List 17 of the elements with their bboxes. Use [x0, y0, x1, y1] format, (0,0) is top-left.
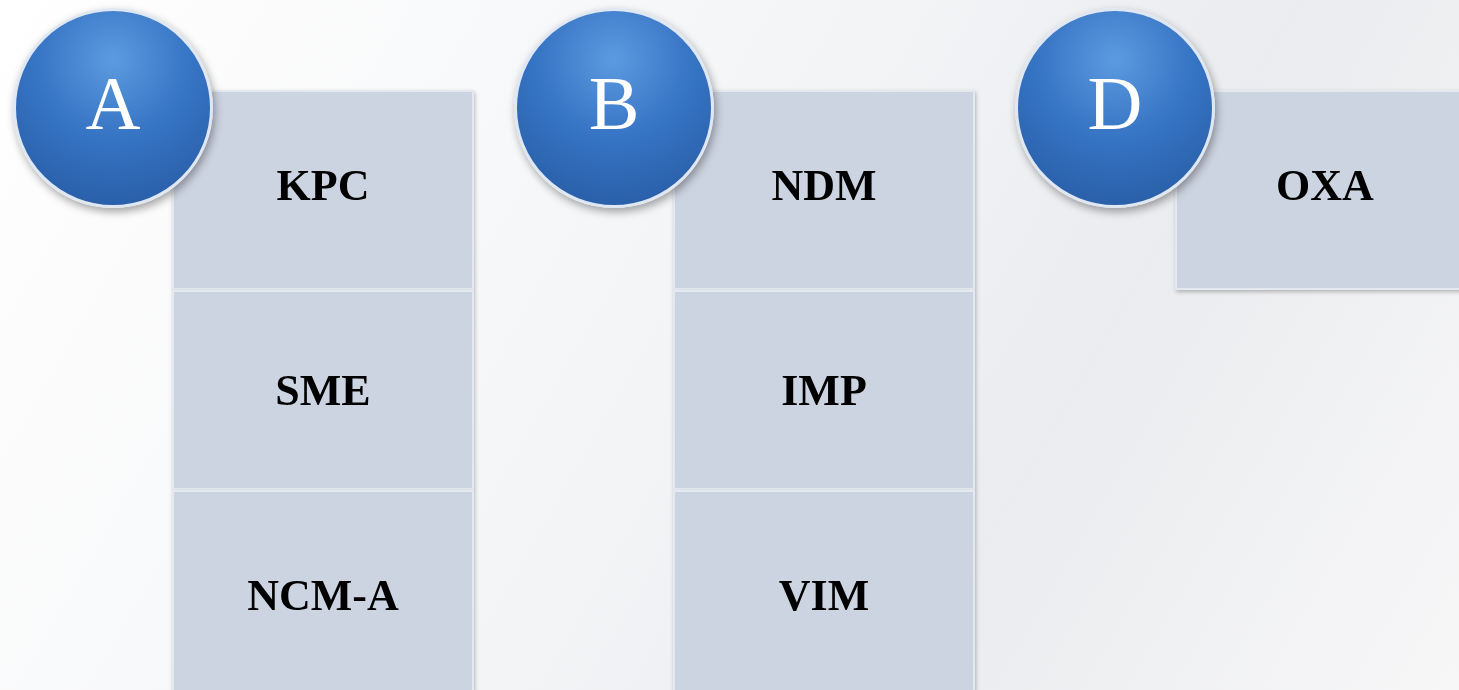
- enzyme-label: IMP: [781, 364, 867, 416]
- category-box: [673, 290, 975, 490]
- class-letter: A: [85, 59, 141, 147]
- category-box: [673, 90, 975, 290]
- category-box: [172, 290, 474, 490]
- enzyme-label: NCM-A: [247, 569, 399, 621]
- enzyme-label: SME: [275, 364, 371, 416]
- class-letter: D: [1087, 59, 1143, 147]
- enzyme-label: VIM: [778, 569, 870, 621]
- category-box: [673, 490, 975, 690]
- category-box: [172, 90, 474, 290]
- class-letter: B: [588, 59, 640, 147]
- category-box: [1175, 90, 1459, 290]
- enzyme-label: NDM: [771, 159, 877, 211]
- enzyme-label: KPC: [276, 159, 370, 211]
- category-box: [172, 490, 474, 690]
- enzyme-label: OXA: [1276, 159, 1374, 211]
